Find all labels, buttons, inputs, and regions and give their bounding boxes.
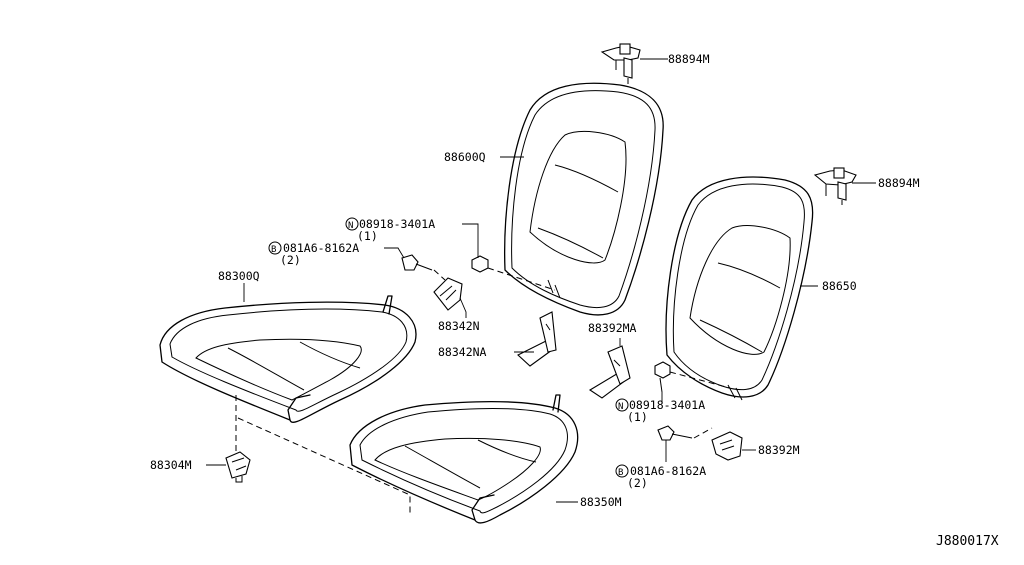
bracket-88342na <box>514 311 557 367</box>
label-back-right: 88650 <box>822 279 857 293</box>
label-bolt-bottom-qty: (2) <box>627 476 648 490</box>
label-clip-right: 88894M <box>878 176 920 190</box>
label-bracket-b: 88342NA <box>438 345 487 359</box>
label-nut-bottom-code: 08918-3401A <box>629 398 705 412</box>
label-nut-top-code: 08918-3401A <box>359 217 435 231</box>
label-bolt-top-code: 081A6-8162A <box>283 241 359 255</box>
seat-cushion-left <box>159 295 417 423</box>
n-circle-top <box>345 217 359 231</box>
bracket-88392m <box>711 431 756 461</box>
clip-right <box>813 167 876 205</box>
dashed-guide-cushion-2 <box>237 417 411 515</box>
label-nut-bottom-qty: (1) <box>627 410 648 424</box>
label-n-bottom: N <box>618 402 623 412</box>
nut-top <box>462 223 556 291</box>
label-back-left: 88600Q <box>444 150 486 164</box>
label-clip-top: 88894M <box>668 52 710 66</box>
label-bolt-top-qty: (2) <box>280 253 301 267</box>
n-circle-bottom <box>615 398 629 412</box>
label-cushion-left: 88300Q <box>218 269 260 283</box>
label-bolt-bottom-code: 081A6-8162A <box>630 464 706 478</box>
seat-cushion-right <box>349 394 579 524</box>
clip-top <box>600 43 668 84</box>
bolt-bottom <box>657 425 713 462</box>
nut-bottom <box>654 361 731 404</box>
label-bracket-a: 88342N <box>438 319 480 333</box>
label-b-top: B <box>271 245 276 255</box>
label-bracket-c: 88392MA <box>588 321 637 335</box>
label-hook: 88304M <box>150 458 192 472</box>
label-cushion-right: 88350M <box>580 495 622 509</box>
label-b-bottom: B <box>618 468 623 478</box>
seat-back-left <box>504 82 664 316</box>
label-nut-top-qty: (1) <box>357 229 378 243</box>
bolt-top <box>384 247 446 281</box>
hook-88304m <box>206 451 251 483</box>
seat-back-right <box>665 176 814 401</box>
bracket-88392ma <box>588 338 631 399</box>
bracket-88342n <box>433 277 467 318</box>
b-circle-top <box>268 241 282 255</box>
b-circle-bottom <box>615 464 629 478</box>
label-bracket-d: 88392M <box>758 443 800 457</box>
label-n-top: N <box>348 221 353 231</box>
diagram-id: J880017X <box>936 534 999 549</box>
